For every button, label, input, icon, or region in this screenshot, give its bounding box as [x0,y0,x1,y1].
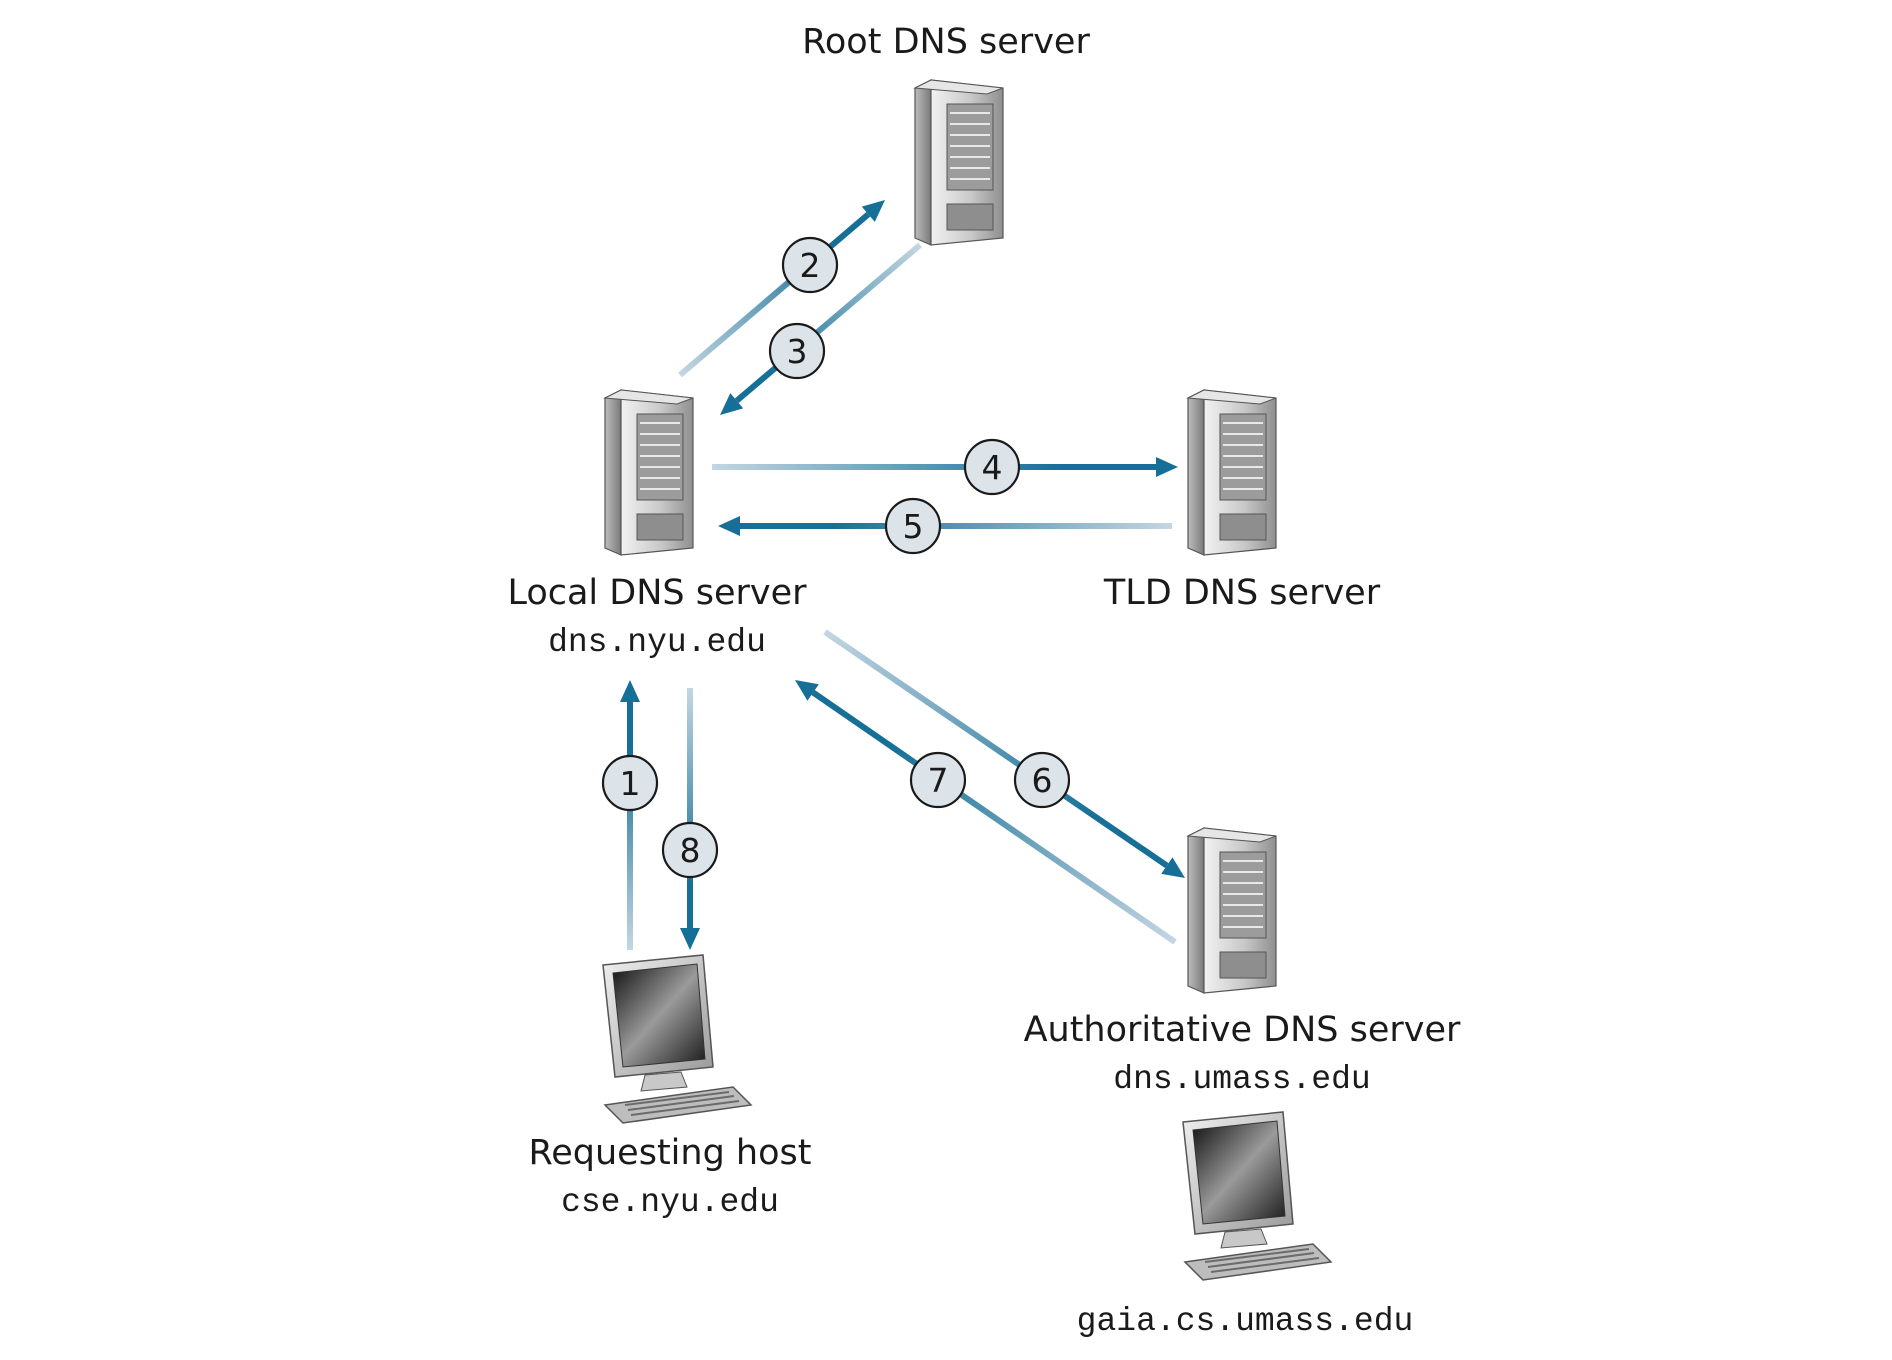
requesting-host-label: Requesting host [529,1133,812,1173]
arrowhead-step-1 [620,680,640,702]
arrowhead-step-3 [720,393,744,415]
tld-server-icon [1187,389,1277,556]
arrowhead-step-5 [718,516,740,536]
step-circle-5 [884,497,942,555]
authoritative-server-label: Authoritative DNS server [1024,1010,1461,1050]
step-number-6: 6 [1032,761,1053,800]
tld-server-label: TLD DNS server [1103,573,1381,613]
local-server-icon [604,389,694,556]
arrow-step-7 [811,690,1177,945]
arrowhead-step-7 [795,680,819,701]
step-circle-8 [661,821,719,879]
step-circle-3 [768,322,826,380]
requesting-host-hostname: cse.nyu.edu [561,1184,779,1221]
step-number-7: 7 [928,761,949,800]
arrow-step-2 [678,212,871,378]
arrow-step-3 [734,242,922,404]
step-number-2: 2 [800,246,821,285]
step-number-8: 8 [680,831,701,870]
step-number-4: 4 [982,448,1003,487]
authoritative-server-icon [1187,827,1277,994]
arrowhead-step-8 [680,928,700,950]
arrowhead-step-2 [861,200,885,222]
step-number-5: 5 [903,507,924,546]
arrowhead-step-4 [1156,457,1178,477]
local-server-label: Local DNS server [507,573,807,613]
step-circle-4 [963,438,1021,496]
target-host-hostname: gaia.cs.umass.edu [1077,1303,1414,1340]
step-markers: 1 2 3 4 5 6 7 8 [601,236,1071,879]
arrow-step-6 [823,629,1169,869]
target-host-computer-icon [1182,1111,1332,1281]
step-circle-2 [781,236,839,294]
root-server-label: Root DNS server [802,22,1090,62]
step-number-3: 3 [787,332,808,371]
step-number-1: 1 [620,764,641,803]
step-circle-6 [1013,751,1071,809]
requesting-host-computer-icon [602,954,752,1124]
step-circle-7 [909,751,967,809]
authoritative-server-hostname: dns.umass.edu [1113,1061,1370,1098]
step-circle-1 [601,754,659,812]
root-server-icon [914,79,1004,246]
message-arrows [620,200,1185,950]
arrowhead-step-6 [1161,857,1185,878]
local-server-hostname: dns.nyu.edu [548,624,766,661]
